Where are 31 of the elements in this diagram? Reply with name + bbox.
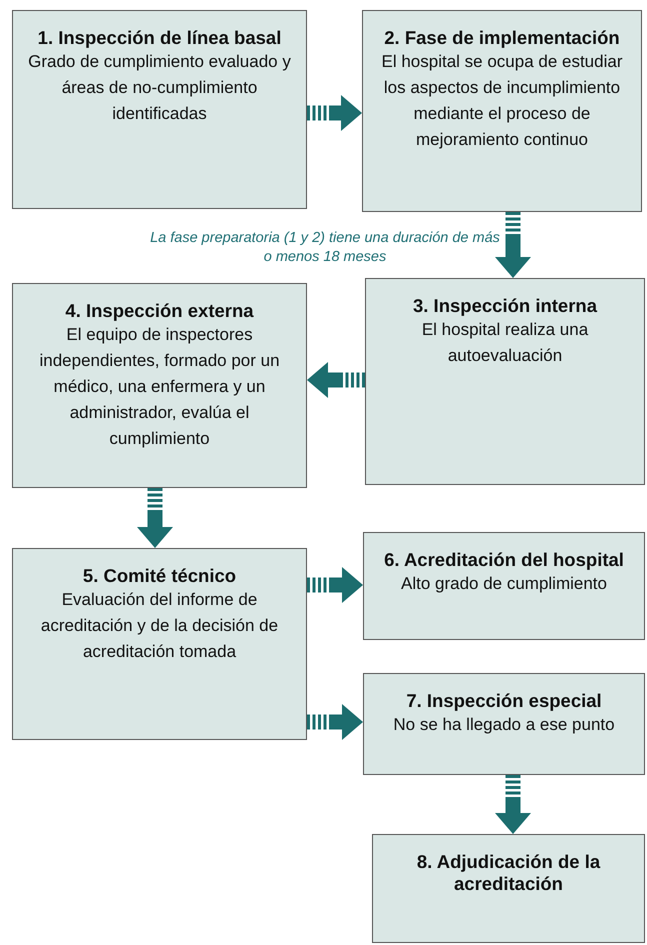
arrow: [495, 212, 531, 278]
duration-note: La fase preparatoria (1 y 2) tiene una duración de más o menos 18 meses: [150, 229, 500, 267]
step-description: Grado de cumplimiento evaluado y áreas de no-cumplimiento identificadas: [27, 51, 292, 125]
process-box: [363, 673, 645, 775]
step-description: Alto grado de cumplimiento: [400, 573, 607, 595]
step-title: 4. Inspección externa: [65, 300, 254, 322]
process-box: [365, 278, 645, 485]
step-title: 3. Inspección interna: [412, 295, 598, 317]
arrow: [495, 775, 531, 834]
step-description: El equipo de inspectores independientes, formado por un médico, una enfermera y un administrador, evalúa el cumplimiento: [38, 324, 281, 450]
arrow: [307, 704, 363, 740]
process-box: [363, 532, 645, 640]
step-description: El hospital se ocupa de estudiar los aspectos de incumplimiento mediante el proceso de mejoramiento continuo: [380, 51, 624, 151]
arrow: [307, 95, 362, 131]
step-title: 2. Fase de implementación: [384, 27, 620, 49]
process-box: [372, 834, 645, 943]
step-title: 8. Adjudicación de la acreditación: [416, 851, 602, 895]
process-box: [12, 283, 307, 488]
step-title: 1. Inspección de línea basal: [38, 27, 282, 49]
process-box: [362, 10, 642, 212]
arrow: [307, 362, 365, 398]
process-box: [12, 548, 307, 740]
step-description: Evaluación del informe de acreditación y de la decisión de acreditación tomada: [40, 589, 280, 663]
process-box: [12, 10, 307, 209]
step-description: No se ha llegado a ese punto: [393, 714, 615, 736]
step-title: 6. Acreditación del hospital: [384, 549, 624, 571]
arrow: [137, 488, 173, 548]
arrow: [307, 567, 363, 603]
step-title: 5. Comité técnico: [82, 565, 236, 587]
step-title: 7. Inspección especial: [406, 690, 602, 712]
step-description: El hospital realiza una autoevaluación: [420, 319, 590, 367]
